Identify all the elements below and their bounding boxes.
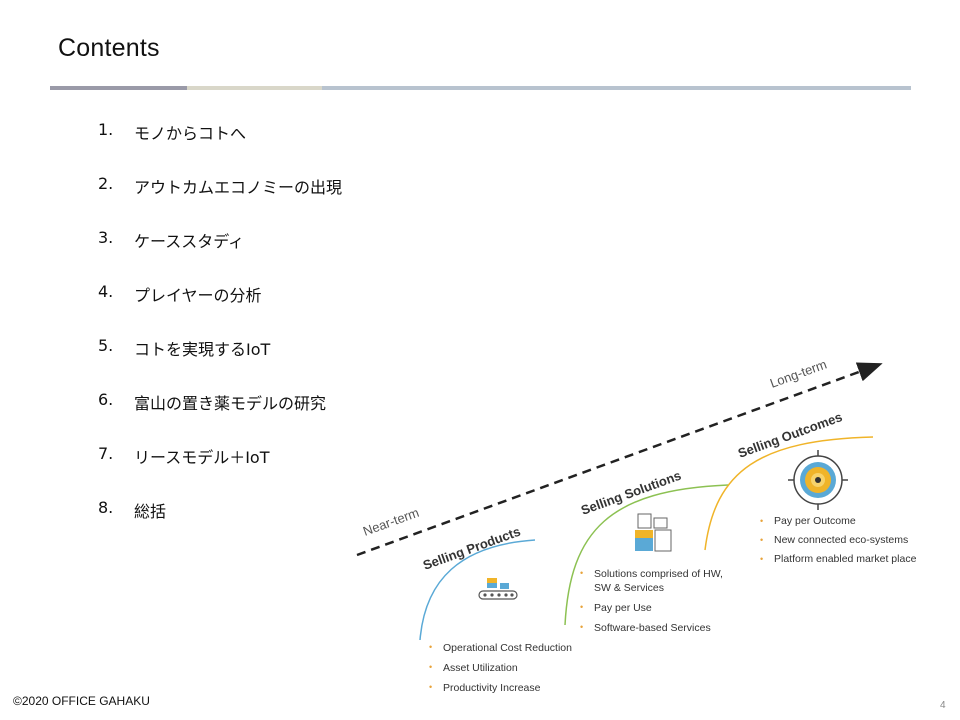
outcomes-curve bbox=[704, 436, 874, 551]
svg-text:•: • bbox=[760, 554, 763, 564]
contents-item-text: 富山の置き薬モデルの研究 bbox=[134, 394, 327, 413]
svg-text:•: • bbox=[429, 642, 432, 652]
contents-item-text: ケーススタディ bbox=[134, 232, 245, 251]
business-model-evolution-diagram: Near-term Long-term Selling Products Sel… bbox=[356, 356, 917, 694]
stage-title-outcomes: Selling Outcomes bbox=[736, 409, 844, 461]
bullet-text: Productivity Increase bbox=[443, 682, 541, 694]
bullet-text: Pay per Use bbox=[594, 602, 652, 614]
contents-item: 7.リースモデル＋IoT bbox=[98, 444, 270, 467]
contents-list: 1.モノからコトへ 2.アウトカムエコノミーの出現 3.ケーススタディ 4.プレ… bbox=[98, 120, 342, 552]
contents-item: 6.富山の置き薬モデルの研究 bbox=[98, 390, 327, 413]
contents-item: 2.アウトカムエコノミーの出現 bbox=[98, 174, 343, 197]
bullet-text: New connected eco-systems bbox=[774, 534, 908, 546]
bullet-text: Operational Cost Reduction bbox=[443, 642, 572, 654]
near-term-label: Near-term bbox=[361, 505, 421, 539]
bullet-text: Software-based Services bbox=[594, 622, 711, 634]
svg-text:•: • bbox=[580, 602, 583, 612]
page-number: 4 bbox=[940, 700, 946, 711]
contents-item: 5.コトを実現するIoT bbox=[98, 336, 271, 359]
timeline-arrow bbox=[356, 362, 883, 557]
solutions-bullets: • Solutions comprised of HW, SW & Servic… bbox=[580, 568, 723, 634]
contents-item: 8.総括 bbox=[98, 498, 167, 521]
contents-item-text: コトを実現するIoT bbox=[134, 340, 271, 359]
svg-text:•: • bbox=[580, 568, 583, 578]
svg-text:•: • bbox=[429, 682, 432, 692]
stacked-boxes-icon bbox=[635, 513, 672, 552]
copyright-footer: ©2020 OFFICE GAHAKU bbox=[13, 694, 150, 708]
svg-text:•: • bbox=[429, 662, 432, 672]
contents-item-text: プレイヤーの分析 bbox=[134, 286, 262, 305]
svg-text:•: • bbox=[580, 622, 583, 632]
long-term-label: Long-term bbox=[768, 356, 829, 390]
products-curve bbox=[419, 539, 536, 641]
contents-item-text: リースモデル＋IoT bbox=[134, 448, 270, 467]
bullet-text: Pay per Outcome bbox=[774, 515, 856, 527]
bullet-text: Platform enabled market place bbox=[774, 553, 917, 565]
products-bullets: • Operational Cost Reduction • Asset Uti… bbox=[429, 642, 572, 694]
bullet-text: Solutions comprised of HW, bbox=[594, 568, 723, 580]
contents-item-text: アウトカムエコノミーの出現 bbox=[134, 178, 343, 197]
svg-text:•: • bbox=[760, 535, 763, 545]
outcomes-bullets: • Pay per Outcome • New connected eco-sy… bbox=[760, 515, 917, 565]
title-divider-segment-2 bbox=[187, 86, 322, 90]
target-icon bbox=[788, 450, 848, 510]
bullet-text: Asset Utilization bbox=[443, 662, 518, 674]
contents-item-text: モノからコトへ bbox=[134, 124, 247, 143]
solutions-curve bbox=[564, 484, 729, 626]
contents-item: 3.ケーススタディ bbox=[98, 228, 245, 251]
slide-title: Contents bbox=[58, 34, 160, 62]
svg-text:•: • bbox=[760, 516, 763, 526]
conveyor-icon bbox=[478, 578, 518, 600]
bullet-text: SW & Services bbox=[594, 582, 664, 594]
title-divider-segment-3 bbox=[322, 86, 911, 90]
contents-item-text: 総括 bbox=[134, 502, 167, 521]
contents-item: 1.モノからコトへ bbox=[98, 120, 247, 143]
stage-title-products: Selling Products bbox=[421, 524, 523, 573]
contents-item: 4.プレイヤーの分析 bbox=[98, 282, 262, 305]
title-divider-segment-1 bbox=[50, 86, 187, 90]
